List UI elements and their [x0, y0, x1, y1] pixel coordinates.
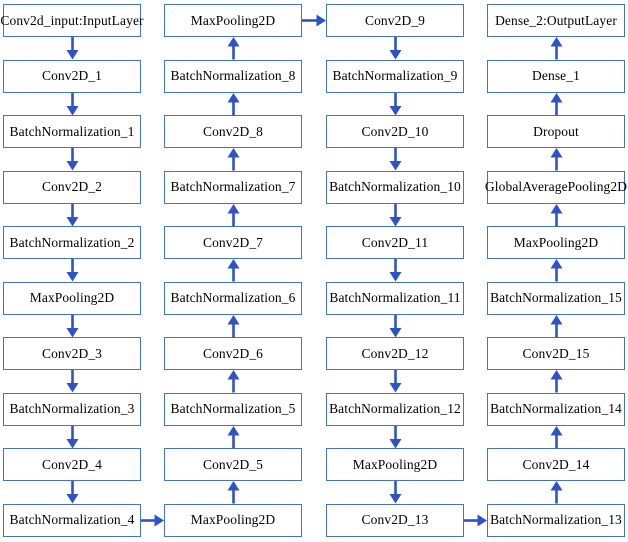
flow-arrow-up-icon: [550, 314, 562, 337]
flow-arrow-up-icon: [550, 148, 562, 171]
node-maxpooling2d: MaxPooling2D: [164, 503, 302, 537]
flow-arrow-down-icon: [389, 481, 401, 504]
node-conv2d-input-inputlayer: Conv2d_input:InputLayer: [0, 4, 144, 37]
flow-arrow-up-icon: [227, 425, 239, 448]
node-conv2d-1: Conv2D_1: [3, 59, 141, 93]
node-batchnormalization-4: BatchNormalization_4: [3, 503, 141, 537]
flow-arrow-down-icon: [66, 92, 78, 115]
flow-arrow-down-icon: [389, 370, 401, 393]
node-batchnormalization-12: BatchNormalization_12: [326, 392, 464, 426]
flow-arrow-up-icon: [550, 370, 562, 393]
node-conv2d-7: Conv2D_7: [164, 226, 302, 259]
flow-arrow-up-icon: [227, 314, 239, 337]
node-maxpooling2d: MaxPooling2D: [3, 281, 141, 315]
flow-arrow-down-icon: [389, 92, 401, 115]
flow-arrow-up-icon: [227, 92, 239, 115]
node-batchnormalization-5: BatchNormalization_5: [164, 392, 302, 426]
node-batchnormalization-7: BatchNormalization_7: [164, 170, 302, 204]
flow-arrow-down-icon: [389, 314, 401, 337]
node-maxpooling2d: MaxPooling2D: [487, 226, 625, 259]
flow-arrow-up-icon: [227, 481, 239, 504]
node-dense-2-outputlayer: Dense_2:OutputLayer: [487, 4, 625, 37]
node-conv2d-8: Conv2D_8: [164, 115, 302, 148]
node-conv2d-5: Conv2D_5: [164, 448, 302, 481]
node-conv2d-12: Conv2D_12: [326, 337, 464, 370]
flow-arrow-down-icon: [389, 259, 401, 282]
flow-arrow-down-icon: [66, 259, 78, 282]
node-maxpooling2d: MaxPooling2D: [326, 448, 464, 481]
node-conv2d-3: Conv2D_3: [3, 337, 141, 370]
node-batchnormalization-3: BatchNormalization_3: [3, 392, 141, 426]
node-conv2d-4: Conv2D_4: [3, 448, 141, 481]
node-conv2d-9: Conv2D_9: [326, 4, 464, 37]
node-dense-1: Dense_1: [487, 59, 625, 93]
node-conv2d-10: Conv2D_10: [326, 115, 464, 148]
node-batchnormalization-6: BatchNormalization_6: [164, 281, 302, 315]
node-batchnormalization-11: BatchNormalization_11: [326, 281, 464, 315]
node-batchnormalization-2: BatchNormalization_2: [3, 226, 141, 259]
node-batchnormalization-9: BatchNormalization_9: [326, 59, 464, 93]
flow-arrow-up-icon: [227, 37, 239, 60]
node-batchnormalization-1: BatchNormalization_1: [3, 115, 141, 148]
flow-arrow-down-icon: [66, 481, 78, 504]
node-conv2d-6: Conv2D_6: [164, 337, 302, 370]
flow-arrow-down-icon: [66, 148, 78, 171]
flow-arrow-up-icon: [227, 148, 239, 171]
node-batchnormalization-13: BatchNormalization_13: [487, 503, 625, 537]
node-maxpooling2d: MaxPooling2D: [164, 4, 302, 37]
flow-arrow-right-icon: [464, 514, 487, 526]
flow-arrow-down-icon: [389, 148, 401, 171]
flow-arrow-down-icon: [66, 314, 78, 337]
flow-arrow-up-icon: [550, 37, 562, 60]
flow-arrow-up-icon: [550, 425, 562, 448]
flow-arrow-right-icon: [141, 514, 164, 526]
flow-arrow-up-icon: [227, 370, 239, 393]
node-conv2d-15: Conv2D_15: [487, 337, 625, 370]
flow-arrow-down-icon: [66, 37, 78, 60]
node-batchnormalization-14: BatchNormalization_14: [487, 392, 625, 426]
flow-arrow-up-icon: [550, 203, 562, 226]
flow-arrow-down-icon: [389, 37, 401, 60]
node-dropout: Dropout: [487, 115, 625, 148]
flow-arrow-down-icon: [66, 370, 78, 393]
flow-arrow-up-icon: [550, 259, 562, 282]
flow-arrow-right-icon: [302, 14, 326, 27]
flow-arrow-up-icon: [227, 203, 239, 226]
node-conv2d-14: Conv2D_14: [487, 448, 625, 481]
flow-arrow-down-icon: [389, 425, 401, 448]
flow-arrow-up-icon: [550, 481, 562, 504]
node-globalaveragepooling2d: GlobalAveragePooling2D: [485, 170, 627, 204]
node-batchnormalization-10: BatchNormalization_10: [326, 170, 464, 204]
flow-arrow-down-icon: [66, 425, 78, 448]
node-batchnormalization-8: BatchNormalization_8: [164, 59, 302, 93]
flow-arrow-down-icon: [66, 203, 78, 226]
node-conv2d-11: Conv2D_11: [326, 226, 464, 259]
flow-arrow-up-icon: [227, 259, 239, 282]
node-conv2d-2: Conv2D_2: [3, 170, 141, 204]
flow-arrow-down-icon: [389, 203, 401, 226]
flow-arrow-up-icon: [550, 92, 562, 115]
node-batchnormalization-15: BatchNormalization_15: [487, 281, 625, 315]
node-conv2d-13: Conv2D_13: [326, 503, 464, 537]
